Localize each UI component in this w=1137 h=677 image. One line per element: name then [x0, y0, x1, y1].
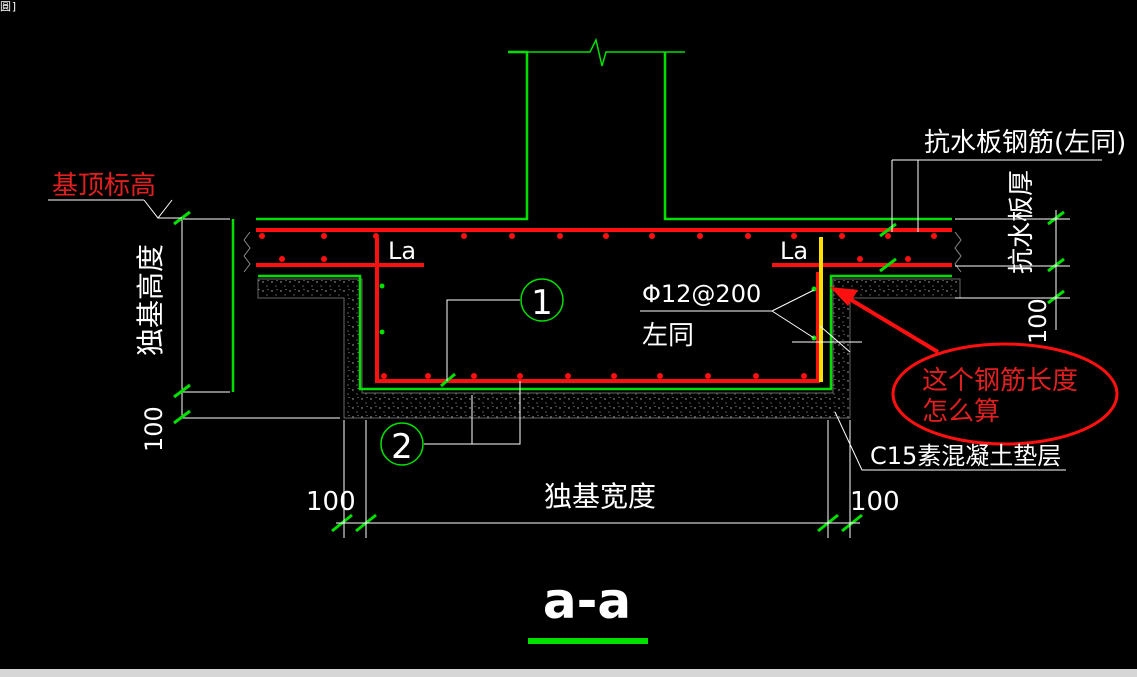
footing-width-label: 独基宽度 — [544, 480, 656, 513]
right-dimension-lines — [891, 159, 1102, 330]
rebar-spec-leader — [640, 289, 862, 353]
footing-width-dimension — [336, 420, 860, 538]
dim-100-vert-right: 100 — [1024, 298, 1052, 344]
dim-100-vert-left: 100 — [140, 406, 168, 452]
question-ellipse — [891, 342, 1119, 446]
marker-1 — [520, 278, 564, 322]
question-line-1: 这个钢筋长度 — [922, 366, 1078, 396]
rebar-spec-label: Φ12@200 — [642, 280, 761, 308]
side-rebar-dots — [379, 283, 817, 341]
column-break-line — [527, 37, 685, 67]
waterproof-thickness-label: 抗水板厚 — [1007, 170, 1037, 274]
footing-height-dimension — [181, 218, 340, 419]
section-title: a-a — [543, 572, 631, 630]
dim-100-left: 100 — [306, 487, 356, 517]
column-outline-right — [663, 52, 952, 221]
top-rebar-dots — [259, 233, 937, 262]
question-arrow-head — [830, 287, 858, 306]
corner-label: 圓] — [0, 0, 18, 13]
top-elevation-label: 基顶标高 — [52, 171, 156, 201]
question-line-2: 怎么算 — [922, 397, 1000, 427]
bottom-rebar-dots — [381, 373, 807, 379]
question-arrow-line — [846, 296, 940, 354]
c15-layer-label: C15素混凝土垫层 — [870, 442, 1061, 470]
marker-2 — [380, 422, 424, 466]
la-left-label: La — [388, 237, 416, 265]
footing-outline — [258, 274, 952, 391]
marker-1-label: 1 — [531, 283, 553, 323]
c15-leader — [834, 411, 1066, 471]
status-bar — [0, 669, 1137, 677]
left-break-mark — [243, 231, 251, 273]
waterproof-rebar-label: 抗水板钢筋(左同) — [924, 128, 1126, 158]
column-outline — [256, 50, 529, 221]
footing-bottom-rebar — [375, 238, 820, 383]
marker-1-leader — [446, 299, 520, 381]
right-break-mark — [954, 231, 962, 273]
same-left-label: 左同 — [642, 321, 694, 351]
dim-100-right: 100 — [850, 487, 900, 517]
footing-height-label: 独基高度 — [134, 244, 167, 356]
marker-2-label: 2 — [391, 427, 413, 467]
la-right-label: La — [780, 237, 808, 265]
marker-2-leader — [424, 381, 521, 445]
elevation-marker — [48, 199, 182, 219]
